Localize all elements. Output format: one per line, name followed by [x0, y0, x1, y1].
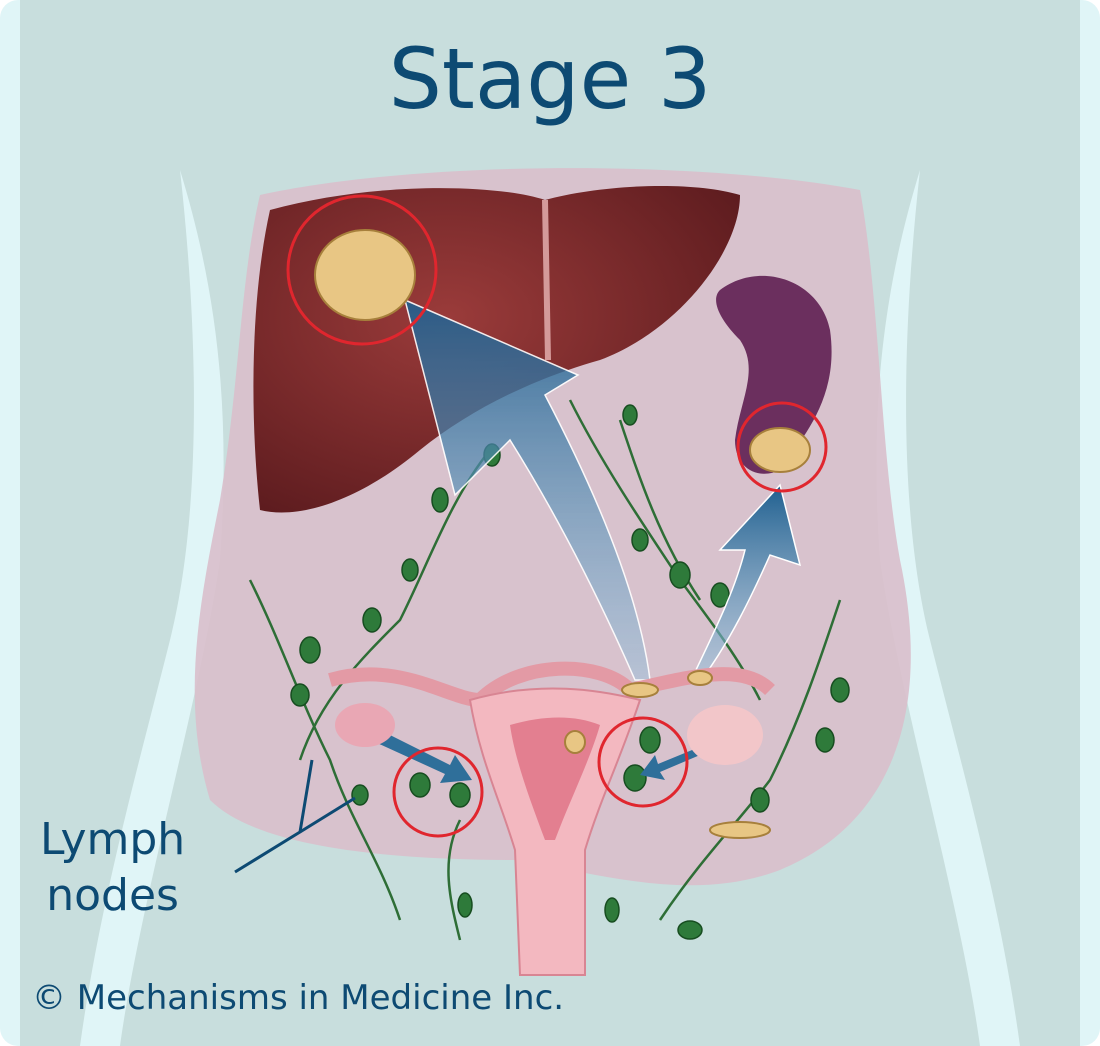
lymph-label-line1: Lymph — [40, 814, 186, 865]
lymph-nodes-label: Lymph nodes — [40, 812, 185, 924]
lymph-label-line2: nodes — [46, 870, 179, 921]
copyright-notice: © Mechanisms in Medicine Inc. — [32, 978, 565, 1018]
tumors — [314, 229, 811, 839]
metastasis-arrow-right-node — [640, 748, 700, 780]
tumor-highlight-rings — [286, 194, 828, 838]
label-pointer — [234, 759, 356, 874]
metastasis-arrow-left-node — [375, 730, 472, 783]
page-title: Stage 3 — [388, 30, 712, 128]
lymph-nodes — [290, 404, 850, 940]
